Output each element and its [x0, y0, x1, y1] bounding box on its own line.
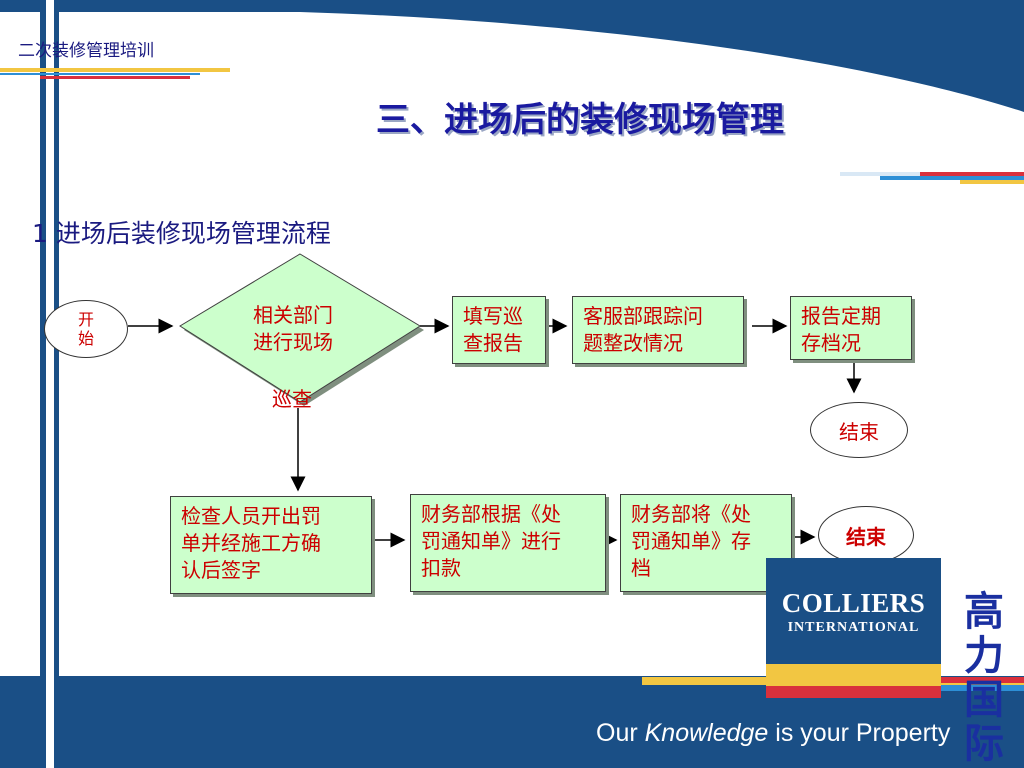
- decision-diamond: [179, 253, 421, 403]
- tagline-post: is your Property: [768, 719, 951, 747]
- logo-main-text: COLLIERS: [781, 588, 926, 618]
- tagline: Our Knowledge is your Property: [596, 719, 950, 748]
- tagline-emphasis: Knowledge: [644, 719, 769, 747]
- end-node-top: 结束: [810, 402, 908, 458]
- brand-chinese-name: 高 力 国 际: [964, 589, 1004, 767]
- step-file: 财务部将《处 罚通知单》存 档: [620, 494, 792, 592]
- step-followup: 客服部跟踪问 题整改情况: [572, 296, 744, 364]
- breadcrumb: 二次装修管理培训: [18, 41, 154, 61]
- section-heading: 1 进场后装修现场管理流程: [32, 219, 331, 248]
- logo-stripe-yellow: [766, 664, 941, 686]
- logo-stripe-red: [766, 686, 941, 698]
- step-archive: 报告定期 存档况: [790, 296, 912, 360]
- left-bar-1: [40, 0, 46, 768]
- tagline-pre: Our: [596, 719, 645, 747]
- header-stripe: [0, 68, 230, 72]
- page-title: 三、进场后的装修现场管理: [376, 100, 784, 140]
- colliers-logo: COLLIERS INTERNATIONAL: [766, 558, 941, 664]
- top-banner: [0, 0, 1024, 112]
- step-deduct: 财务部根据《处 罚通知单》进行 扣款: [410, 494, 606, 592]
- start-node-label: 开 始: [77, 310, 94, 348]
- left-bar-2: [54, 0, 59, 768]
- end-node-top-label: 结束: [839, 419, 879, 444]
- decision-label-cont: 巡查: [272, 387, 312, 411]
- decision-label: 相关部门 进行现场: [253, 303, 333, 354]
- step-penalty: 检查人员开出罚 单并经施工方确 认后签字: [170, 496, 372, 594]
- end-node-bottom-label: 结束: [846, 524, 886, 549]
- step-fill-report: 填写巡 查报告: [452, 296, 546, 364]
- logo-sub-text: INTERNATIONAL: [787, 620, 920, 635]
- start-node: 开 始: [44, 300, 128, 358]
- end-node-bottom: 结束: [818, 506, 914, 564]
